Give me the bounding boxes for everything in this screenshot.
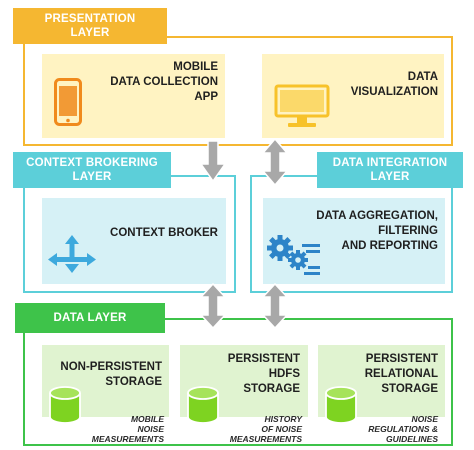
presentation-layer-title: PRESENTATION LAYER	[13, 8, 167, 44]
database-cylinder-icon	[325, 386, 357, 424]
data-layer-title: DATA LAYER	[15, 303, 165, 333]
down-arrow-icon	[200, 140, 226, 182]
non-persistent-storage-label: NON-PERSISTENT STORAGE	[60, 361, 162, 388]
data-layer	[23, 318, 453, 446]
aggregation-label: DATA AGGREGATION, FILTERING AND REPORTIN…	[316, 210, 438, 252]
double-arrow-icon	[262, 283, 288, 329]
hdfs-storage-label: PERSISTENT HDFS STORAGE	[227, 353, 300, 395]
gears-icon	[267, 235, 320, 275]
data-integration-layer-title: DATA INTEGRATION LAYER	[317, 152, 463, 188]
four-way-arrow-icon	[48, 235, 96, 273]
smartphone-icon	[54, 78, 82, 126]
presentation-layer	[23, 36, 453, 146]
mobile-app-label: MOBILE DATA COLLECTION APP	[110, 61, 218, 103]
non-persistent-storage-caption: MOBILE NOISE MEASUREMENTS	[91, 414, 164, 444]
context-broker-label: CONTEXT BROKER	[110, 227, 218, 239]
double-arrow-icon	[200, 283, 226, 329]
relational-storage-caption: NOISE REGULATIONS & GUIDELINES	[368, 414, 438, 444]
aggregation-box	[263, 198, 445, 284]
visualization-label: DATA VISUALIZATION	[350, 71, 438, 98]
context-brokering-layer-title: CONTEXT BROKERING LAYER	[13, 152, 171, 188]
monitor-icon	[274, 84, 330, 127]
hdfs-storage-caption: HISTORY OF NOISE MEASUREMENTS	[229, 414, 302, 444]
database-cylinder-icon	[187, 386, 219, 424]
double-arrow-icon	[262, 138, 288, 186]
relational-storage-label: PERSISTENT RELATIONAL STORAGE	[364, 353, 438, 395]
database-cylinder-icon	[49, 386, 81, 424]
